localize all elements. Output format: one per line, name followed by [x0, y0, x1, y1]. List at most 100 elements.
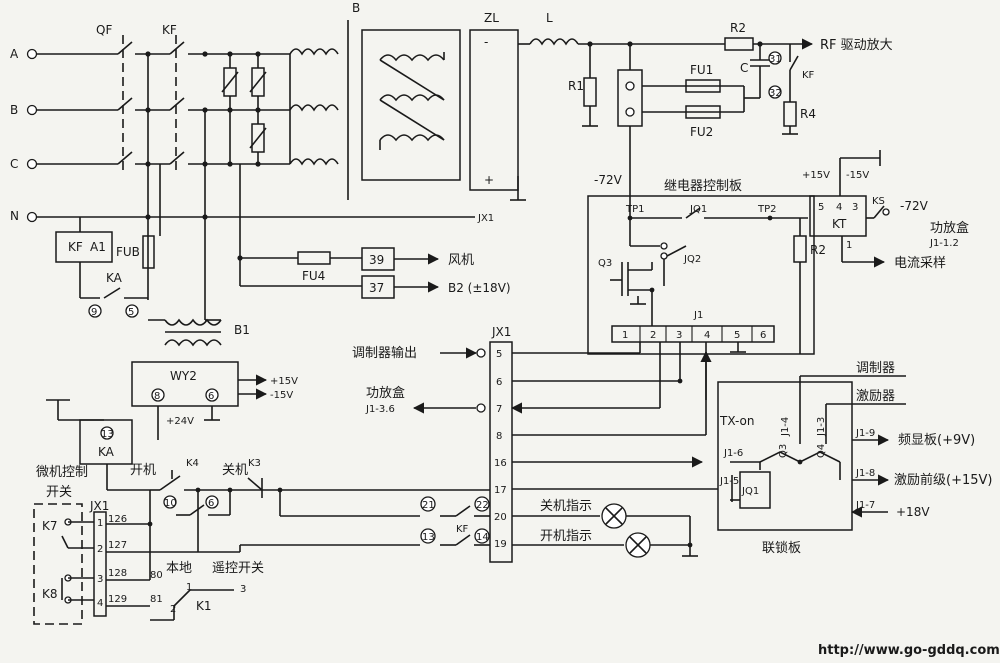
fu4-label: FU4: [302, 269, 325, 283]
svg-text:13: 13: [422, 532, 435, 543]
svg-text:10: 10: [164, 498, 177, 509]
fan-b2-block: FU4 39 37 风机 B2 (±18V): [240, 247, 511, 299]
svg-text:K3: K3: [248, 458, 261, 469]
zl-label: ZL: [484, 11, 499, 25]
svg-text:2: 2: [97, 544, 103, 555]
b2-label: B2 (±18V): [448, 281, 511, 295]
ka-box: 13 KA: [46, 399, 150, 491]
svg-text:17: 17: [494, 485, 507, 496]
terminal-c: [26, 158, 38, 170]
svg-text:J1-6: J1-6: [723, 448, 743, 459]
svg-text:+15V: +15V: [802, 170, 830, 181]
l-label: L: [546, 11, 553, 25]
b-transformer-label: B: [352, 1, 360, 15]
svg-text:20: 20: [494, 512, 507, 523]
svg-text:K7: K7: [42, 519, 58, 533]
modulator-output-label: 调制器输出: [352, 345, 417, 361]
circle-5: [125, 304, 139, 318]
svg-text:3: 3: [676, 330, 682, 341]
circle-9: [88, 304, 102, 318]
svg-text:21: 21: [422, 500, 435, 511]
kf-a1-block: KF A1 KA 9 5 FUB: [55, 217, 155, 318]
off-indicator-label: 关机指示: [540, 499, 592, 514]
svg-text:-15V: -15V: [270, 390, 293, 401]
svg-text:4: 4: [97, 598, 103, 609]
r2-top-resistor: [724, 37, 754, 51]
fub-label: FUB: [116, 245, 140, 259]
svg-text:6: 6: [760, 330, 766, 341]
svg-text:1: 1: [97, 518, 103, 529]
svg-text:J1-3: J1-3: [816, 417, 827, 437]
gfh-mid-label: 功放盒: [366, 385, 405, 401]
svg-text:-72V: -72V: [900, 199, 929, 213]
svg-text:8: 8: [496, 431, 502, 442]
svg-text:5: 5: [818, 202, 824, 213]
terminal-n: [26, 211, 38, 223]
interlock-title: 联锁板: [762, 540, 801, 556]
svg-text:3: 3: [97, 574, 103, 585]
svg-text:22: 22: [476, 500, 489, 511]
svg-text:调制器: 调制器: [856, 361, 895, 376]
fu4-fuse: [297, 251, 331, 265]
svg-text:81: 81: [150, 594, 163, 605]
svg-text:Q3: Q3: [598, 258, 612, 269]
kf-label: KF: [162, 23, 177, 37]
phase-c-label: C: [10, 157, 18, 171]
kf-a1-a1: A1: [90, 240, 106, 254]
svg-text:Q4: Q4: [816, 444, 827, 458]
svg-text:6: 6: [496, 377, 502, 388]
terminal-a: [26, 48, 38, 60]
svg-text:5: 5: [734, 330, 740, 341]
svg-text:80: 80: [150, 570, 163, 581]
svg-text:2: 2: [170, 604, 176, 615]
interlock-board: 联锁板 调制器 激励器 J1-4 J1-3 Q3 Q4 J1-6 J1-5 JQ…: [717, 361, 992, 556]
svg-text:4: 4: [836, 202, 842, 213]
kf-a1-box: [55, 231, 113, 263]
jx1-mid-label: JX1: [491, 325, 511, 339]
power-input: A B C N JX1 QF KF: [10, 1, 494, 320]
svg-text:激励前级(+15V): 激励前级(+15V): [894, 472, 992, 488]
svg-text:激励器: 激励器: [856, 389, 895, 404]
svg-text:+15V: +15V: [270, 376, 298, 387]
jx1-terminal-block: [489, 341, 513, 563]
svg-text:128: 128: [108, 568, 127, 579]
svg-text:J1-8: J1-8: [855, 468, 875, 479]
svg-text:关机: 关机: [222, 463, 248, 478]
fu1-fuse: [685, 79, 721, 93]
svg-text:126: 126: [108, 514, 127, 525]
svg-text:开机: 开机: [130, 463, 156, 478]
svg-text:6: 6: [208, 498, 214, 509]
svg-text:2: 2: [650, 330, 656, 341]
qf-label: QF: [96, 23, 112, 37]
svg-text:+18V: +18V: [896, 505, 930, 519]
svg-text:5: 5: [496, 349, 502, 360]
terminal-b: [26, 104, 38, 116]
svg-text:电流采样: 电流采样: [894, 256, 946, 271]
svg-text:4: 4: [704, 330, 710, 341]
svg-text:KT: KT: [832, 217, 847, 231]
c-label: C: [740, 61, 748, 75]
svg-text:JX1: JX1: [89, 499, 109, 513]
on-indicator-label: 开机指示: [540, 529, 592, 544]
svg-text:J1-3.6: J1-3.6: [365, 404, 395, 415]
svg-text:7: 7: [496, 404, 502, 415]
svg-text:频显板(+9V): 频显板(+9V): [898, 433, 975, 448]
svg-text:J1-7: J1-7: [855, 500, 875, 511]
svg-text:J1-4: J1-4: [780, 417, 791, 437]
neutral-label: N: [10, 209, 19, 223]
svg-text:J1-9: J1-9: [855, 428, 875, 439]
svg-text:5: 5: [128, 307, 134, 318]
svg-text:本地: 本地: [166, 561, 192, 576]
watermark: http://www.go-gddq.com: [818, 643, 1000, 658]
fan-label: 风机: [448, 253, 474, 268]
svg-text:TP2: TP2: [757, 204, 777, 215]
b1-label: B1: [234, 323, 250, 337]
minus72-top: -72V: [594, 173, 623, 187]
svg-text:1: 1: [846, 240, 852, 251]
tx-on-label: TX-on: [719, 414, 754, 428]
svg-text:13: 13: [101, 429, 114, 440]
jx1-strip: JX1 5 6 7 8 16 17 20 19 调制器输出 功放盒 J1-3.6…: [352, 325, 754, 563]
svg-text:KS: KS: [872, 196, 885, 207]
fu2-label: FU2: [690, 125, 713, 139]
